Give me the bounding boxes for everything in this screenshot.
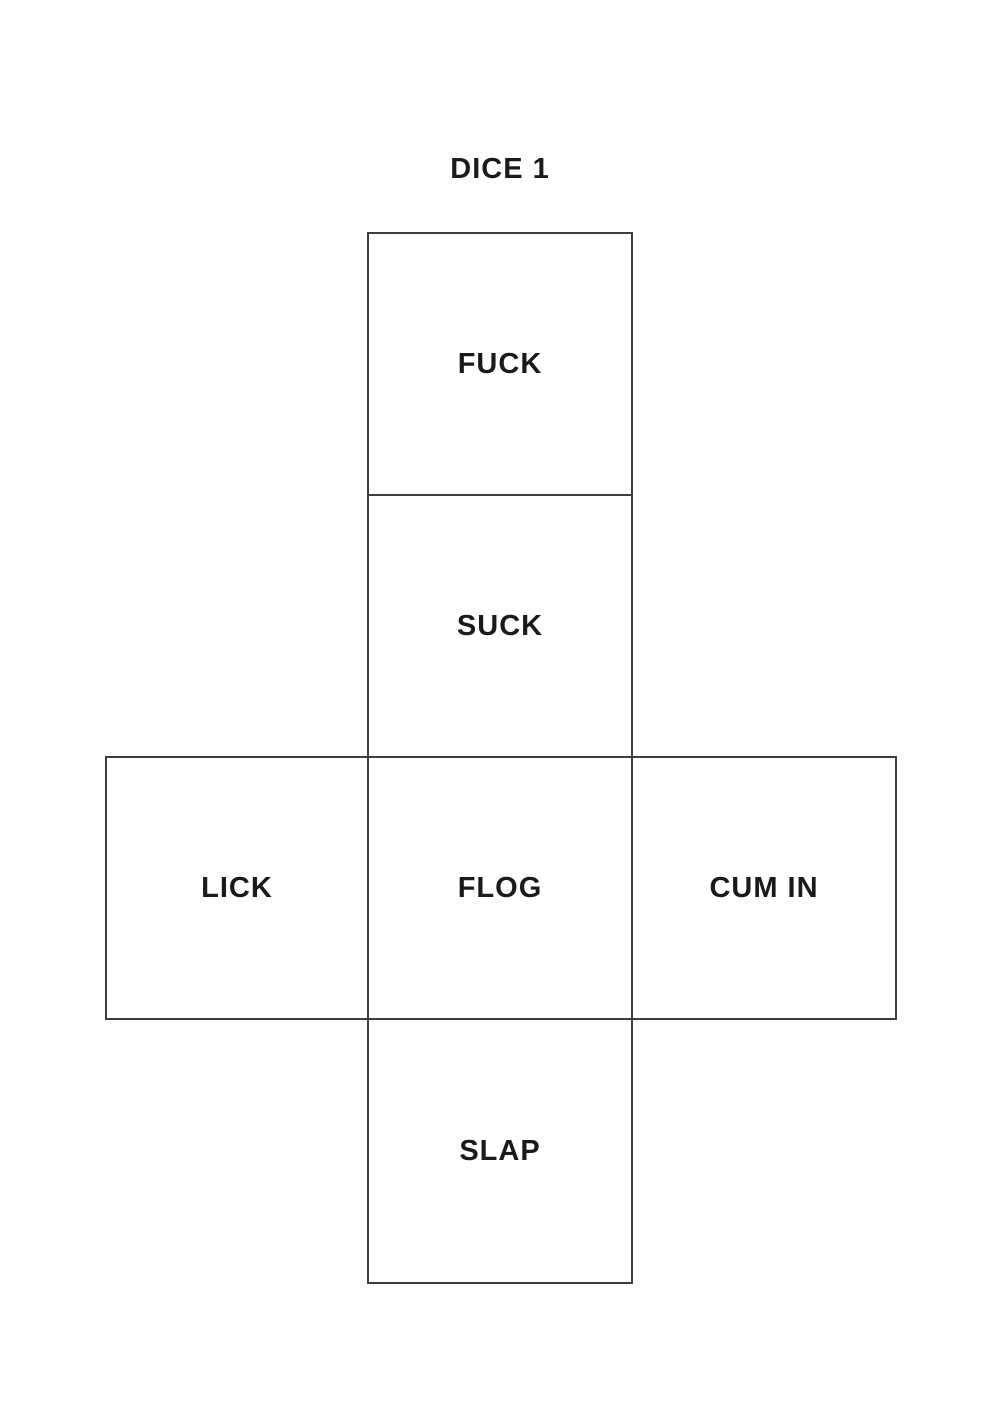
dice-face-label: SUCK (456, 609, 544, 642)
dice-face-suck: SUCK (367, 494, 633, 758)
dice-face-cum-in: CUM IN (631, 756, 897, 1020)
dice-face-flog: FLOG (367, 756, 633, 1020)
dice-face-label: FLOG (457, 871, 543, 904)
dice-face-fuck: FUCK (367, 232, 633, 496)
dice-face-label: SLAP (459, 1134, 541, 1167)
dice-face-label: CUM IN (709, 871, 819, 904)
page-title: DICE 1 (450, 153, 550, 185)
dice-face-label: LICK (201, 871, 273, 904)
dice-face-slap: SLAP (367, 1018, 633, 1284)
dice-face-label: FUCK (457, 347, 543, 380)
dice-face-lick: LICK (105, 756, 369, 1020)
